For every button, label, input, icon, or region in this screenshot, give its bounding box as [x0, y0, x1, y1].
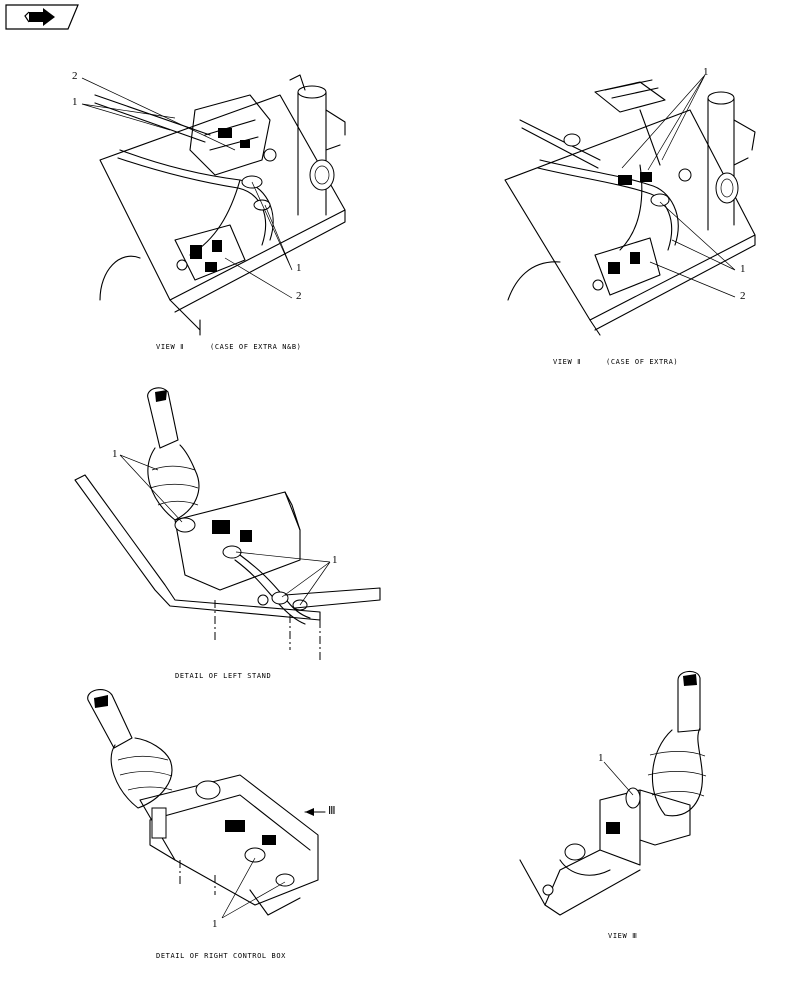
callout-label: 1 [740, 263, 746, 275]
right-control-box-drawing [87, 689, 326, 919]
view-2-extra-drawing [504, 74, 756, 336]
callout-label: 2 [740, 290, 746, 302]
view-3-drawing [519, 670, 707, 916]
callout-label: 1 [598, 752, 604, 764]
view-caption: VIEW Ⅱ [553, 358, 582, 366]
view-caption: VIEW Ⅱ [156, 343, 185, 351]
callout-label: 1 [212, 918, 218, 930]
view-caption-note: (CASE OF EXTRA) [606, 358, 679, 366]
callout-label: 1 [703, 66, 709, 78]
detail-caption: DETAIL OF RIGHT CONTROL BOX [156, 952, 286, 960]
next-page-arrow-icon [5, 4, 79, 30]
callout-label: 1 [112, 448, 118, 460]
view-2-extra-nb-drawing [81, 74, 346, 336]
detail-caption: DETAIL OF LEFT STAND [175, 672, 272, 680]
view-caption-note: (CASE OF EXTRA N&B) [210, 343, 302, 351]
left-stand-drawing [74, 387, 381, 660]
view-caption: VIEW Ⅲ [608, 932, 638, 940]
callout-label: 1 [332, 554, 338, 566]
next-page-button[interactable] [5, 4, 79, 30]
callout-label: 1 [296, 262, 302, 274]
callout-label: 2 [296, 290, 302, 302]
callout-label: 2 [72, 70, 78, 82]
callout-label: 1 [72, 96, 78, 108]
view-arrow-label: Ⅲ [328, 805, 336, 817]
